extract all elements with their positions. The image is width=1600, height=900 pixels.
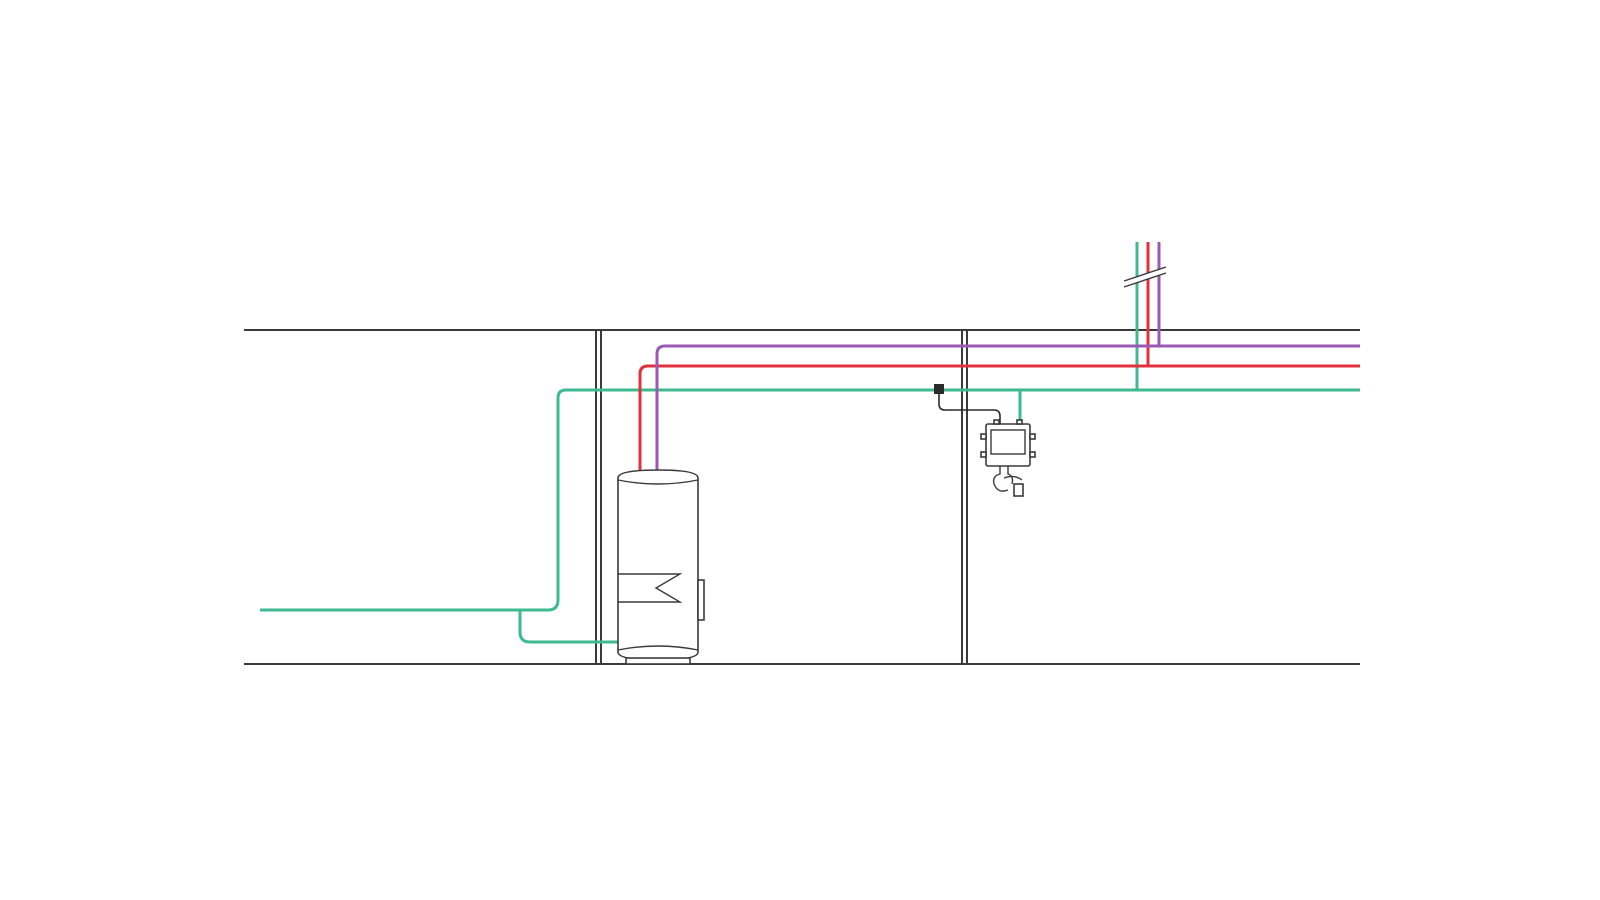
pipe-break-marker [1123,266,1167,288]
cylinder-access-panel [697,579,705,621]
control-box [934,384,1001,424]
wall-mounted-unit [980,419,1036,497]
square-box-icon [934,384,944,394]
wall-right [961,330,968,664]
cold-water-pipe [260,242,1360,644]
immersion-coil-icon [618,573,683,603]
circulation-pipe [655,242,1360,474]
control-cable [938,394,1001,424]
wall-left [595,330,602,664]
hot-water-cylinder [617,469,705,665]
